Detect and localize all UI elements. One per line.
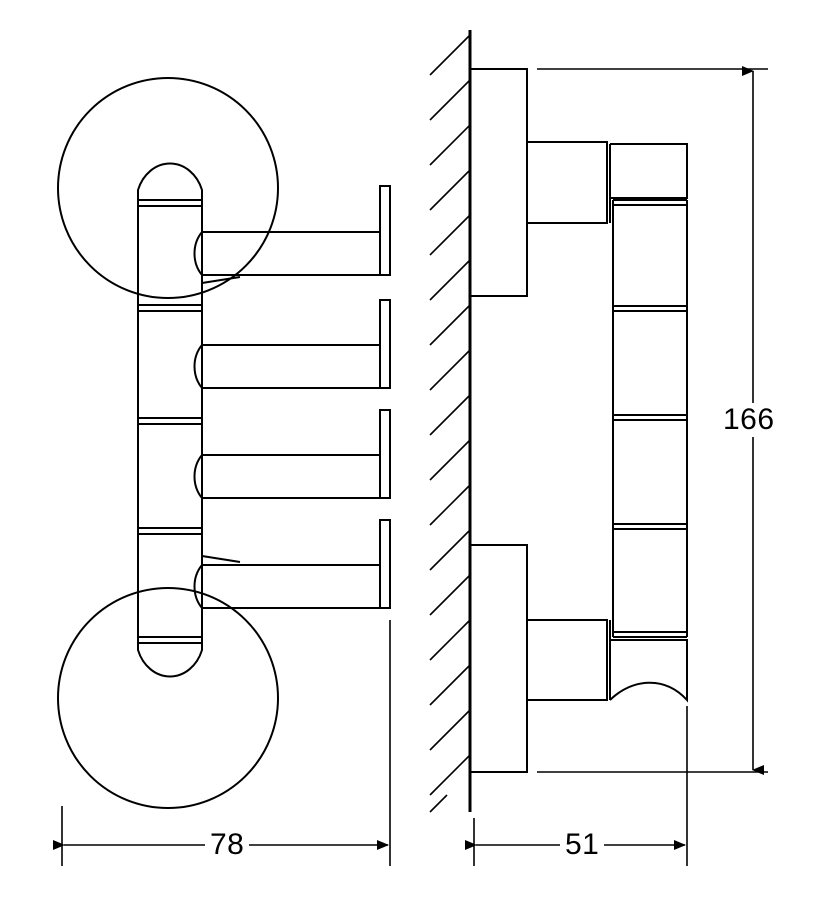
front-bottom-flange-circle <box>57 587 279 809</box>
side-upper-body-block <box>527 141 608 224</box>
front-swivel-arm-3 <box>193 454 380 499</box>
front-arm-end-cap-4 <box>379 519 391 609</box>
front-top-flange-circle <box>57 77 279 299</box>
side-bottom-flange-plate <box>470 544 528 773</box>
front-swivel-arm-2 <box>193 344 380 389</box>
side-arm-stack-top <box>610 143 688 199</box>
dimension-label-height: 166 <box>718 403 780 437</box>
front-swivel-arm-4 <box>193 564 380 609</box>
front-arm-end-cap-1 <box>379 185 391 276</box>
front-swivel-arm-1 <box>193 231 380 276</box>
side-bottom-arc-block <box>609 639 688 703</box>
front-disc-tangent-bottom <box>201 555 241 563</box>
front-post-top-cap <box>137 162 203 203</box>
side-stack-dividers <box>613 199 687 638</box>
dimension-label-depth: 51 <box>560 828 605 862</box>
front-disc-tangent-top <box>201 276 241 284</box>
front-post-bottom-cap <box>137 636 203 678</box>
side-lower-body-block <box>527 619 608 701</box>
wall-hatching <box>429 34 471 813</box>
dimension-label-width: 78 <box>205 828 250 862</box>
front-arm-end-cap-3 <box>379 409 391 499</box>
front-arm-end-cap-2 <box>379 299 391 389</box>
front-post-dividers <box>138 199 202 644</box>
side-top-flange-plate <box>470 68 528 297</box>
